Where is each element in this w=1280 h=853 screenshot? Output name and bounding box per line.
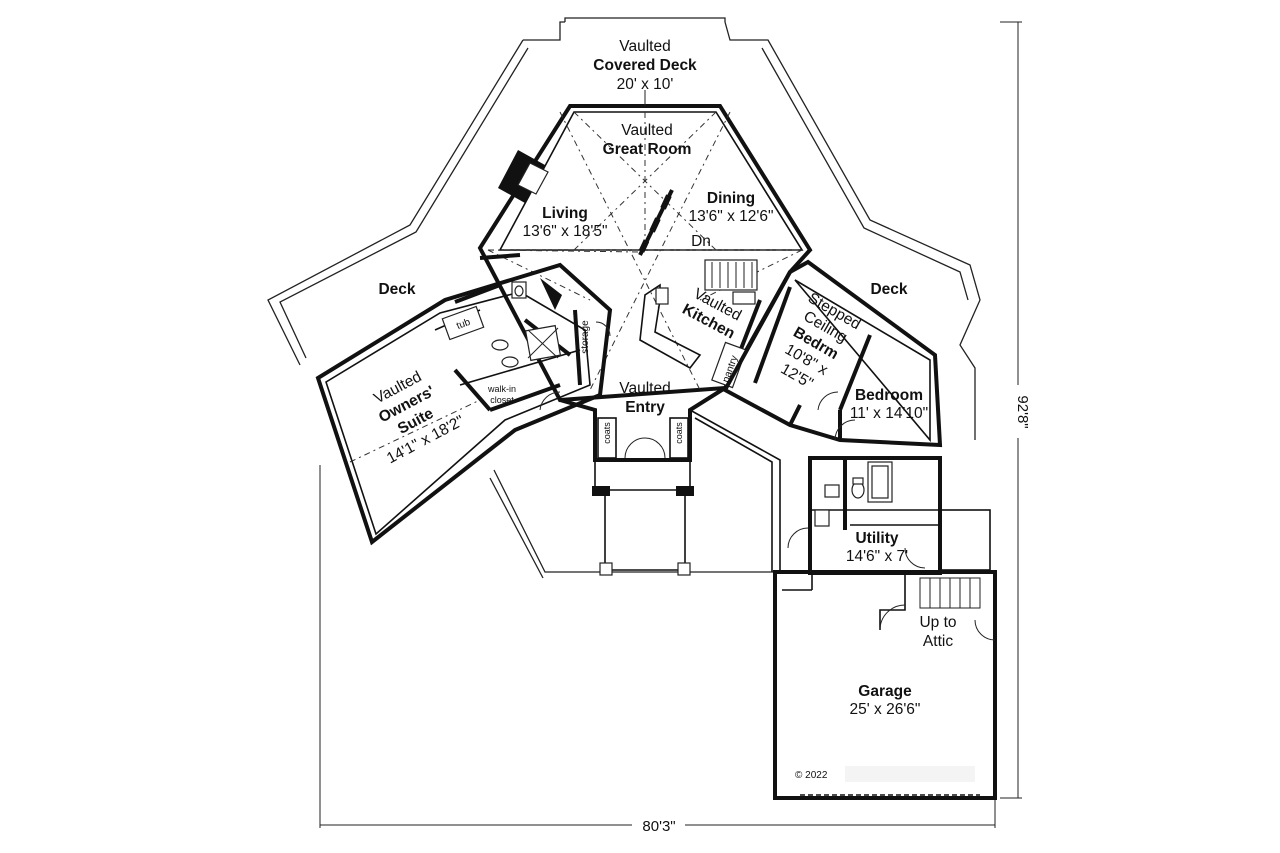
room-label-living: Living 13'6" x 18'5": [522, 205, 607, 240]
dining-name: Dining: [707, 190, 755, 207]
bedroom-name: Bedroom: [855, 387, 923, 404]
up-to-attic-label-1: Up to: [919, 614, 956, 631]
dimension-lines: [319, 21, 1022, 828]
coats-right-label: coats: [674, 422, 684, 444]
entry-vaulted: Vaulted: [619, 380, 670, 397]
deck-left-name: Deck: [378, 281, 415, 298]
covered-deck-posts: [585, 90, 705, 107]
overall-depth-dimension: 92'8": [1014, 395, 1031, 428]
room-label-deck-left: Deck: [378, 281, 415, 298]
covered-deck-name: Covered Deck: [593, 57, 697, 74]
copyright-label: © 2022: [795, 770, 828, 781]
garage-name: Garage: [858, 683, 912, 700]
deck-right-name: Deck: [870, 281, 907, 298]
kitchen-fixtures: [639, 259, 762, 391]
entry-walls: [559, 386, 781, 576]
tub-label: tub: [455, 317, 472, 332]
covered-deck-size: 20' x 10': [617, 76, 674, 93]
room-label-entry: Vaulted Entry: [619, 380, 670, 416]
garage-size: 25' x 26'6": [850, 701, 921, 718]
room-label-deck-right: Deck: [870, 281, 907, 298]
room-label-stepped-bedroom: Stepped Ceiling Bedrm 10'8" x 12'5": [778, 290, 864, 393]
entry-name: Entry: [625, 399, 665, 416]
fireplace-icon: [498, 150, 549, 203]
covered-deck-vaulted: Vaulted: [619, 38, 670, 55]
room-label-garage: Garage 25' x 26'6": [850, 683, 921, 718]
attic-stair-icon: [919, 577, 981, 609]
center-partition: [638, 189, 674, 256]
walk-in-closet-label-2: closet: [490, 395, 514, 405]
bedroom-size: 11' x 14'10": [850, 405, 928, 422]
room-label-owners-suite: Vaulted Owners' Suite 14'1" x 18'2": [371, 368, 467, 467]
garage-walls: [773, 570, 997, 800]
room-label-dining: Dining 13'6" x 12'6": [688, 190, 773, 225]
owners-suite-walls: [315, 253, 613, 546]
living-size: 13'6" x 18'5": [522, 223, 607, 240]
room-label-bedroom: Bedroom 11' x 14'10": [850, 387, 928, 422]
dining-size: 13'6" x 12'6": [688, 208, 773, 225]
storage-label: storage: [580, 320, 591, 354]
great-room-vaulted: Vaulted: [621, 122, 672, 139]
utility-name: Utility: [855, 530, 898, 547]
great-room-name: Great Room: [603, 141, 692, 158]
stair-down-label: Dn: [691, 233, 711, 250]
room-label-great-room: Vaulted Great Room: [603, 122, 692, 158]
room-label-covered-deck: Vaulted Covered Deck 20' x 10': [593, 38, 697, 93]
coats-left-label: coats: [602, 422, 612, 444]
bedroom-wing-walls: [722, 259, 943, 448]
room-label-utility: Utility 14'6" x 7': [846, 530, 908, 565]
up-to-attic-label-2: Attic: [923, 633, 953, 650]
utility-size: 14'6" x 7': [846, 548, 908, 565]
deck-outline: [267, 17, 981, 579]
living-name: Living: [542, 205, 588, 222]
walk-in-closet-label-1: walk-in: [487, 384, 516, 394]
overall-width-dimension: 80'3": [642, 818, 675, 835]
